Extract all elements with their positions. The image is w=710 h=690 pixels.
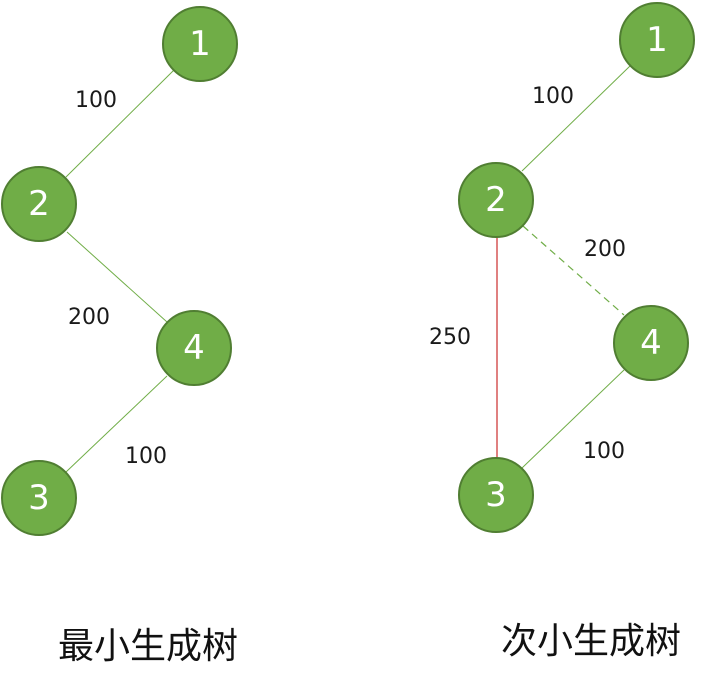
right-edge-2-4-dashed [522,225,625,316]
right-node-4-label: 4 [640,323,662,363]
left-node-1: 1 [162,6,238,82]
left-edge-2-4 [66,231,168,323]
left-node-1-label: 1 [189,24,211,64]
left-edge-label-4-3: 100 [125,444,167,469]
right-edge-label-1-2: 100 [532,84,574,109]
right-edge-4-3 [521,369,625,469]
right-caption: 次小生成树 [501,621,681,662]
left-node-3: 3 [1,460,77,536]
right-node-2-label: 2 [485,180,507,220]
right-node-3-label: 3 [485,475,507,515]
left-node-4: 4 [156,310,232,386]
left-edge-label-1-2: 100 [75,88,117,113]
left-node-4-label: 4 [183,328,205,368]
left-edge-1-2 [65,69,175,178]
right-node-4: 4 [613,305,689,381]
left-edge-4-3 [65,375,168,473]
left-edge-label-2-4: 200 [68,305,110,330]
left-tree: 100 200 100 1 2 4 3 最小生成树 [1,6,238,667]
left-node-2: 2 [1,166,77,242]
left-node-3-label: 3 [28,478,50,518]
right-node-2: 2 [458,162,534,238]
right-node-1: 1 [619,2,695,78]
right-tree: 100 200 250 100 1 2 4 3 次小生成树 [429,2,695,662]
right-edge-1-2 [521,65,631,172]
left-caption: 最小生成树 [58,626,238,667]
right-edge-label-2-4: 200 [584,237,626,262]
left-node-2-label: 2 [28,184,50,224]
right-node-1-label: 1 [646,20,668,60]
right-node-3: 3 [458,457,534,533]
right-edge-label-4-3: 100 [583,439,625,464]
right-edge-label-2-3: 250 [429,325,471,350]
